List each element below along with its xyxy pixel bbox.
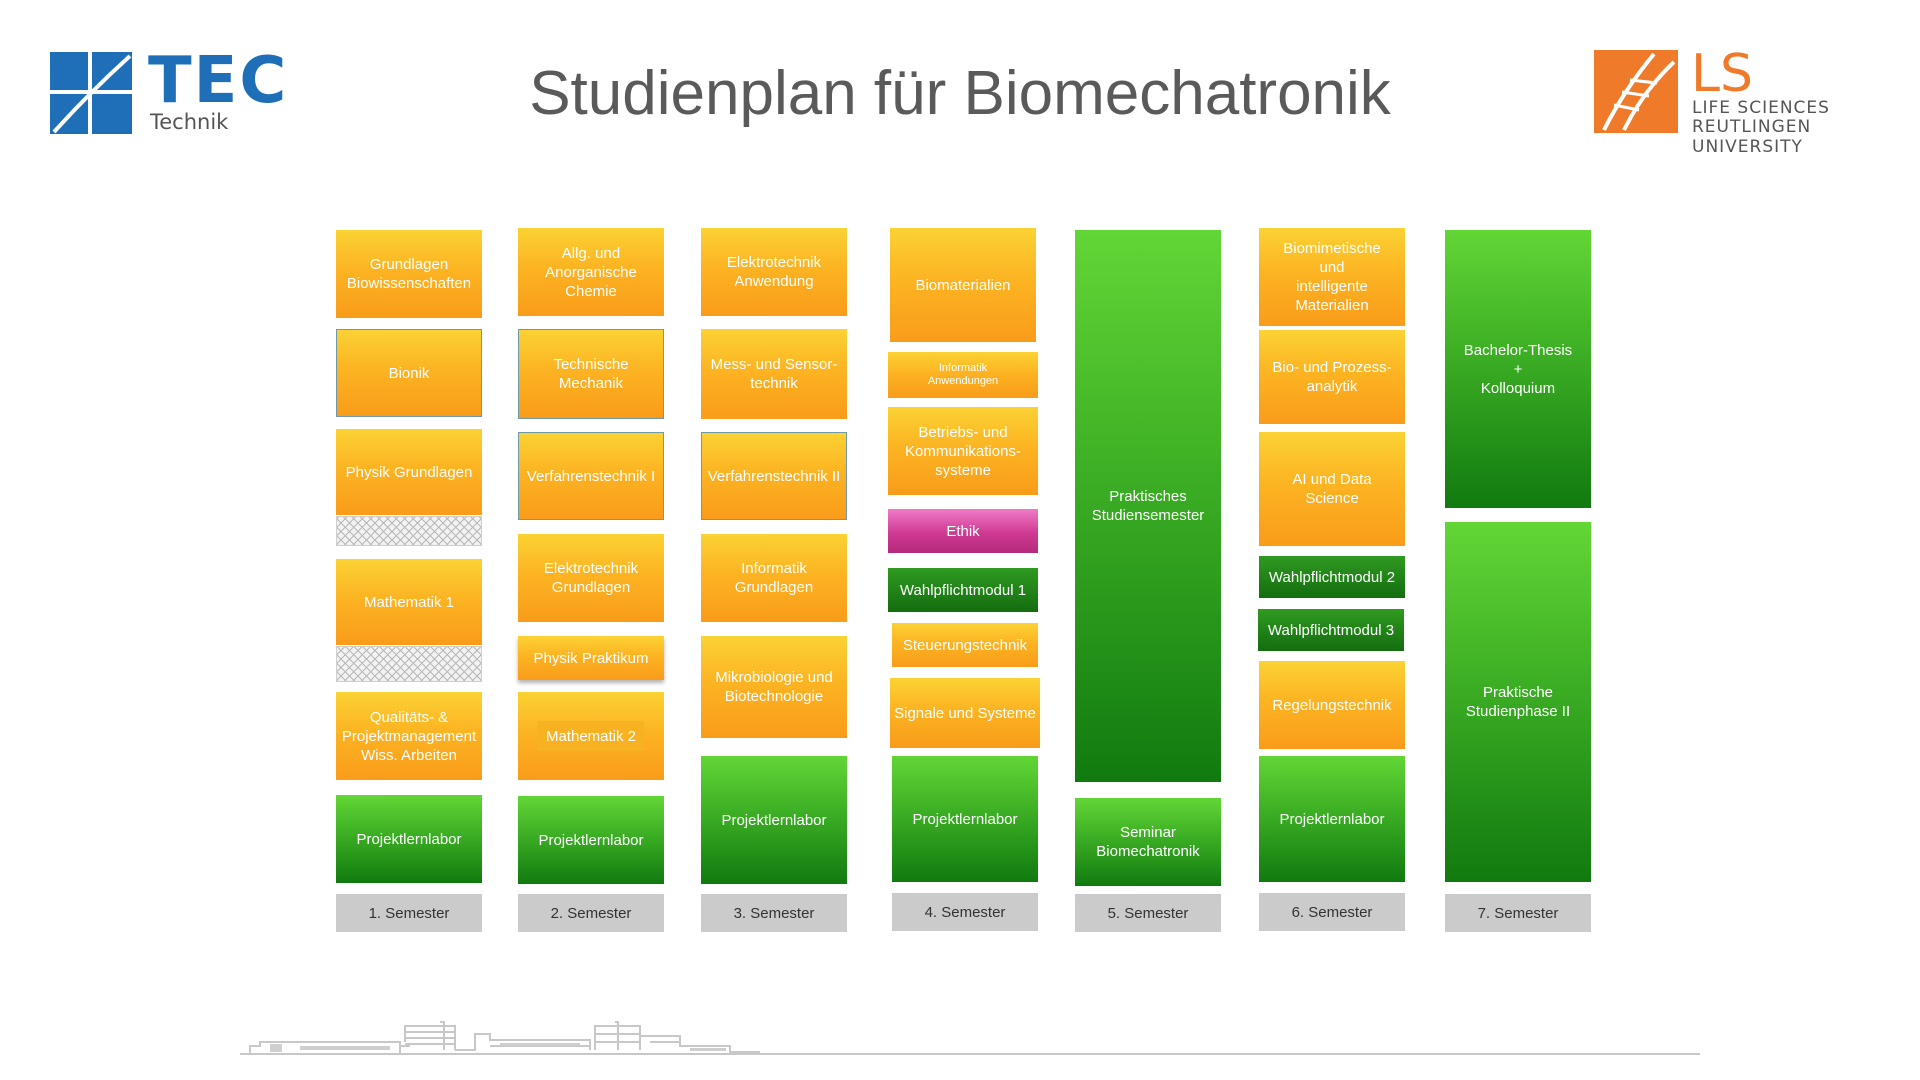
module-projektlernlabor-2: Projektlernlabor bbox=[518, 796, 664, 884]
module-verfahrenstechnik-1: Verfahrenstechnik I bbox=[518, 432, 664, 520]
module-mathematik-2: Mathematik 2 bbox=[538, 721, 644, 751]
module-informatik-anwendungen: Informatik Anwendungen bbox=[888, 352, 1038, 398]
ls-subtitle-line2: REUTLINGEN UNIVERSITY bbox=[1692, 117, 1812, 157]
module-mathematik-2-box: Mathematik 2 bbox=[518, 692, 664, 780]
module-biomimetische-materialien: Biomimetische und intelligente Materiali… bbox=[1259, 228, 1405, 326]
module-wahlpflichtmodul-3: Wahlpflichtmodul 3 bbox=[1258, 609, 1404, 651]
module-bio-prozessanalytik: Bio- und Prozess- analytik bbox=[1259, 330, 1405, 424]
module-technische-mechanik: Technische Mechanik bbox=[518, 329, 664, 419]
module-ethik: Ethik bbox=[888, 509, 1038, 553]
module-bachelor-thesis-kolloquium: Bachelor-Thesis + Kolloquium bbox=[1445, 230, 1591, 508]
module-grundlagen-biowissenschaften: Grundlagen Biowissenschaften bbox=[336, 230, 482, 318]
module-projektlernlabor-1: Projektlernlabor bbox=[336, 795, 482, 883]
module-projektlernlabor-3: Projektlernlabor bbox=[701, 756, 847, 884]
tec-logo: TEC Technik bbox=[50, 44, 290, 142]
semester-label-3: 3. Semester bbox=[701, 894, 847, 932]
semester-label-6: 6. Semester bbox=[1259, 893, 1405, 931]
module-seminar-biomechatronik: Seminar Biomechatronik bbox=[1075, 798, 1221, 886]
module-projektlernlabor-4: Projektlernlabor bbox=[892, 756, 1038, 882]
module-bionik: Bionik bbox=[336, 329, 482, 417]
module-wahlpflichtmodul-1: Wahlpflichtmodul 1 bbox=[888, 568, 1038, 612]
module-physik-grundlagen: Physik Grundlagen bbox=[336, 429, 482, 515]
module-elektrotechnik-grundlagen: Elektrotechnik Grundlagen bbox=[518, 534, 664, 622]
module-ai-data-science: AI und Data Science bbox=[1259, 432, 1405, 546]
campus-skyline-illustration bbox=[240, 1021, 1700, 1055]
semester-label-7: 7. Semester bbox=[1445, 894, 1591, 932]
module-informatik-grundlagen: Informatik Grundlagen bbox=[701, 534, 847, 622]
module-verfahrenstechnik-2: Verfahrenstechnik II bbox=[701, 432, 847, 520]
ls-logo: LS LIFE SCIENCES REUTLINGEN UNIVERSITY bbox=[1594, 44, 1914, 157]
module-wahlpflichtmodul-2: Wahlpflichtmodul 2 bbox=[1259, 556, 1405, 598]
module-qualitaets-projektmanagement: Qualitäts- & Projektmanagement Wiss. Arb… bbox=[336, 692, 482, 780]
tec-wordmark: TEC bbox=[148, 44, 289, 118]
hatched-placeholder-1 bbox=[336, 516, 482, 546]
module-biomaterialien: Biomaterialien bbox=[890, 228, 1036, 342]
module-elektrotechnik-anwendung: Elektrotechnik Anwendung bbox=[701, 228, 847, 316]
module-allg-anorganische-chemie: Allg. und Anorganische Chemie bbox=[518, 228, 664, 316]
semester-label-2: 2. Semester bbox=[518, 894, 664, 932]
module-mathematik-1: Mathematik 1 bbox=[336, 559, 482, 645]
module-regelungstechnik: Regelungstechnik bbox=[1259, 661, 1405, 749]
semester-label-1: 1. Semester bbox=[336, 894, 482, 932]
ls-wordmark: LS bbox=[1691, 44, 1753, 104]
ls-subtitle-line1: LIFE SCIENCES bbox=[1692, 98, 1830, 118]
tec-subtitle: Technik bbox=[150, 110, 229, 134]
module-signale-systeme: Signale und Systeme bbox=[890, 678, 1040, 748]
module-mess-sensortechnik: Mess- und Sensor- technik bbox=[701, 329, 847, 419]
page-title: Studienplan für Biomechatronik bbox=[529, 59, 1391, 128]
module-praktische-studienphase-2: Praktische Studienphase II bbox=[1445, 522, 1591, 882]
module-betriebs-kommunikationssysteme: Betriebs- und Kommunikations- systeme bbox=[888, 407, 1038, 495]
module-steuerungstechnik: Steuerungstechnik bbox=[892, 623, 1038, 667]
ls-logo-mark-icon bbox=[1594, 50, 1678, 133]
semester-label-5: 5. Semester bbox=[1075, 894, 1221, 932]
hatched-placeholder-2 bbox=[336, 646, 482, 682]
module-mikrobiologie-biotechnologie: Mikrobiologie und Biotechnologie bbox=[701, 636, 847, 738]
module-physik-praktikum: Physik Praktikum bbox=[518, 636, 664, 680]
module-praktisches-studiensemester: Praktisches Studiensemester bbox=[1075, 230, 1221, 782]
semester-label-4: 4. Semester bbox=[892, 893, 1038, 931]
tec-logo-mark-icon bbox=[50, 52, 132, 134]
module-projektlernlabor-6: Projektlernlabor bbox=[1259, 756, 1405, 882]
